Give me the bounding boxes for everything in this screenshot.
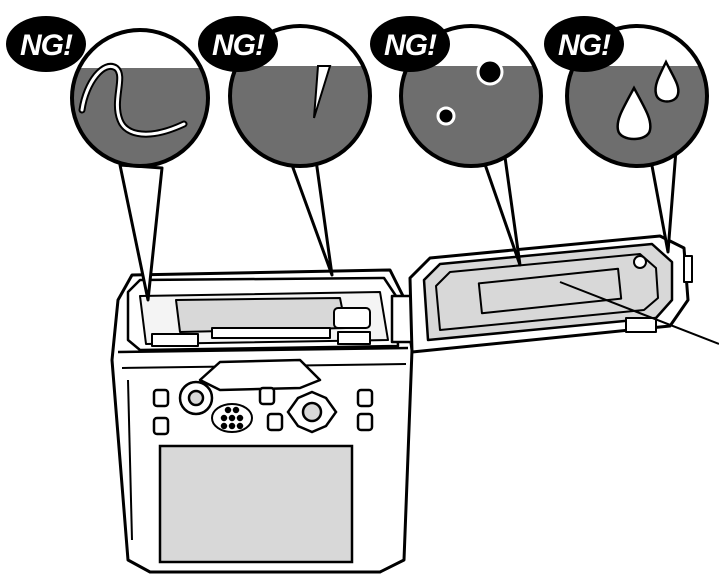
port-left [152, 334, 198, 346]
cover-latch [626, 318, 656, 332]
svg-text:NG!: NG! [20, 29, 73, 62]
ng-badge-1: NG! [6, 16, 86, 72]
battery-latch [334, 308, 370, 328]
strap-bracket [200, 360, 320, 390]
button-1 [154, 390, 168, 406]
button-5 [358, 414, 372, 430]
battery-cover [410, 236, 692, 352]
svg-text:NG!: NG! [212, 29, 265, 62]
ng-badge-4: NG! [544, 16, 624, 72]
battery [176, 298, 346, 332]
ng-badge-3: NG! [370, 16, 450, 72]
port-right [338, 332, 370, 344]
button-4 [358, 390, 372, 406]
ng-badge-2: NG! [198, 16, 278, 72]
particle-icon [478, 60, 502, 84]
lcd-screen [160, 446, 352, 562]
svg-text:NG!: NG! [558, 29, 611, 62]
button-2 [154, 418, 168, 434]
svg-text:NG!: NG! [384, 29, 437, 62]
button-3 [260, 388, 274, 404]
button-6 [268, 414, 282, 430]
card-slot [212, 328, 330, 338]
